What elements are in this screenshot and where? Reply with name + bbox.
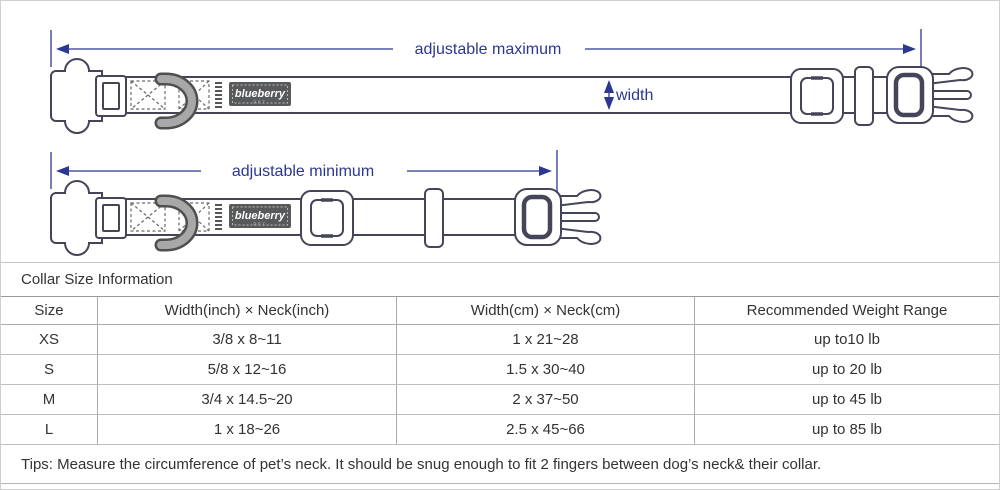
cell-cm: 2.5 x 45~66 xyxy=(396,415,694,445)
table-header-row: Size Width(inch) × Neck(inch) Width(cm) … xyxy=(1,297,999,325)
size-table: Collar Size Information Size Width(inch)… xyxy=(1,262,999,484)
cell-weight: up to 20 lb xyxy=(694,355,999,385)
dimension-arrow-maximum xyxy=(50,29,922,67)
cell-size: S xyxy=(1,355,97,385)
dimension-arrow-minimum xyxy=(50,150,558,193)
strap xyxy=(121,76,891,114)
cell-cm: 1 x 21~28 xyxy=(396,325,694,355)
col-header-weight: Recommended Weight Range xyxy=(694,297,999,325)
cell-size: M xyxy=(1,385,97,415)
table-row: M 3/4 x 14.5~20 2 x 37~50 up to 45 lb xyxy=(1,385,999,415)
table-tips: Tips: Measure the circumference of pet’s… xyxy=(1,445,999,484)
cell-size: XS xyxy=(1,325,97,355)
collar-maximum xyxy=(51,59,972,133)
table-row: XS 3/8 x 8~11 1 x 21~28 up to10 lb xyxy=(1,325,999,355)
col-header-inch: Width(inch) × Neck(inch) xyxy=(97,297,396,325)
table-row: S 5/8 x 12~16 1.5 x 30~40 up to 20 lb xyxy=(1,355,999,385)
collar-diagram: blueberry PET xyxy=(1,29,999,262)
table-row: L 1 x 18~26 2.5 x 45~66 up to 85 lb xyxy=(1,415,999,445)
cell-weight: up to10 lb xyxy=(694,325,999,355)
adjustable-minimum-label: adjustable minimum xyxy=(232,163,374,180)
width-label: width xyxy=(615,87,653,104)
cell-weight: up to 45 lb xyxy=(694,385,999,415)
cell-size: L xyxy=(1,415,97,445)
collar-minimum xyxy=(51,181,600,255)
col-header-size: Size xyxy=(1,297,97,325)
table-title: Collar Size Information xyxy=(1,263,999,297)
adjustable-maximum-label: adjustable maximum xyxy=(415,41,562,58)
col-header-cm: Width(cm) × Neck(cm) xyxy=(396,297,694,325)
cell-inch: 1 x 18~26 xyxy=(97,415,396,445)
cell-inch: 3/8 x 8~11 xyxy=(97,325,396,355)
cell-inch: 3/4 x 14.5~20 xyxy=(97,385,396,415)
cell-cm: 1.5 x 30~40 xyxy=(396,355,694,385)
cell-cm: 2 x 37~50 xyxy=(396,385,694,415)
cell-inch: 5/8 x 12~16 xyxy=(97,355,396,385)
cell-weight: up to 85 lb xyxy=(694,415,999,445)
